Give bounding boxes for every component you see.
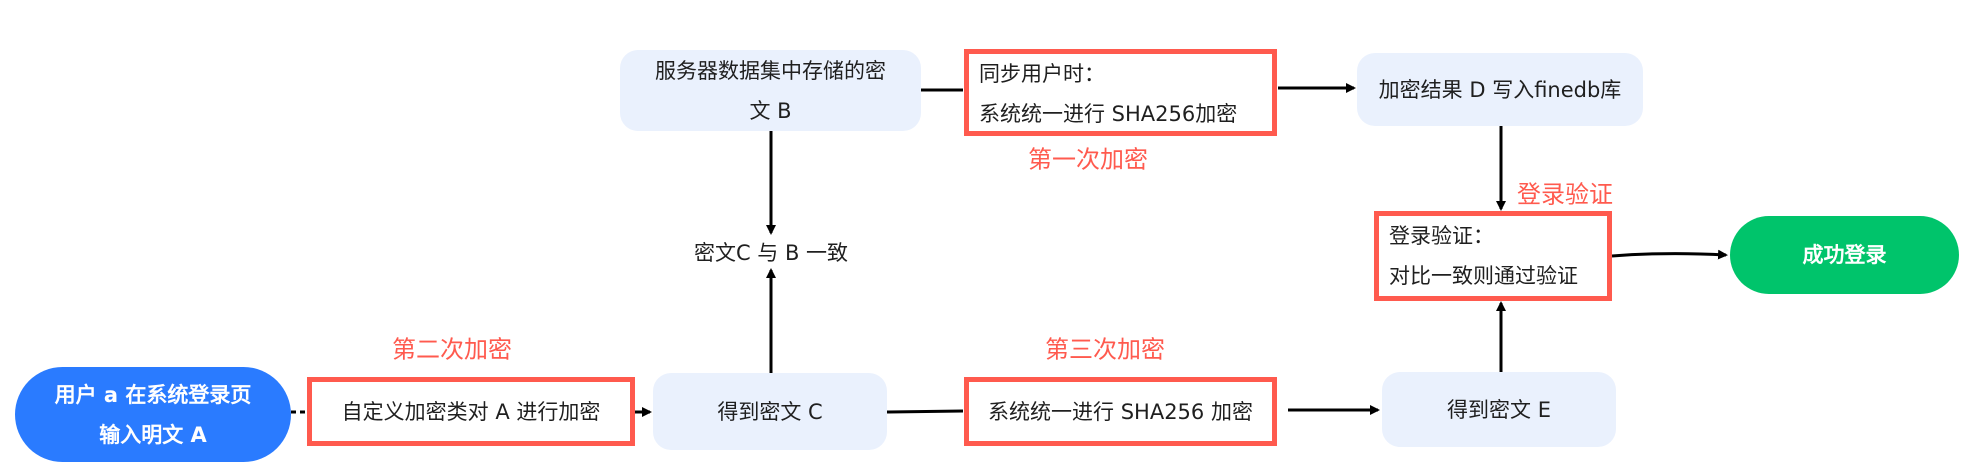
cipher-b-line2: 文 B	[749, 98, 792, 123]
label-login-verify: 登录验证	[1517, 180, 1613, 209]
label-first-encryption: 第一次加密	[1028, 145, 1148, 174]
custom-encrypt-node: 自定义加密类对 A 进行加密	[307, 377, 635, 446]
sha-encrypt-text: 系统统一进行 SHA256 加密	[988, 399, 1253, 424]
sync-sha-line2: 系统统一进行 SHA256加密	[979, 102, 1238, 126]
start-line2: 输入明文 A	[99, 422, 207, 447]
result-d-text: 加密结果 D 写入finedb库	[1378, 77, 1622, 102]
verify-line1: 登录验证：	[1389, 224, 1494, 248]
custom-encrypt-text: 自定义加密类对 A 进行加密	[341, 399, 601, 424]
sync-sha-line1: 同步用户时：	[979, 62, 1105, 86]
start-node: 用户 a 在系统登录页 输入明文 A	[15, 367, 291, 462]
sha-encrypt-node: 系统统一进行 SHA256 加密	[964, 377, 1277, 446]
c-equals-b-text: 密文C 与 B 一致	[693, 241, 849, 265]
verify-node: 登录验证： 对比一致则通过验证	[1374, 211, 1612, 301]
sync-sha-node: 同步用户时： 系统统一进行 SHA256加密	[964, 49, 1277, 136]
label-third-encryption: 第三次加密	[1045, 335, 1165, 364]
cipher-b-node: 服务器数据集中存储的密 文 B	[620, 50, 921, 131]
edge-verify-to-success	[1611, 249, 1728, 260]
cipher-b-line1: 服务器数据集中存储的密	[655, 58, 886, 83]
result-d-node: 加密结果 D 写入finedb库	[1357, 53, 1643, 126]
cipher-e-text: 得到密文 E	[1447, 397, 1551, 422]
label-second-encryption: 第二次加密	[392, 335, 512, 364]
start-line1: 用户 a 在系统登录页	[54, 382, 252, 407]
cipher-e-node: 得到密文 E	[1382, 372, 1616, 447]
edge-c-to-sha	[886, 409, 964, 414]
verify-line2: 对比一致则通过验证	[1389, 264, 1578, 288]
success-text: 成功登录	[1802, 243, 1887, 267]
cipher-c-node: 得到密文 C	[653, 373, 887, 450]
cipher-c-text: 得到密文 C	[717, 399, 823, 424]
success-node: 成功登录	[1730, 216, 1959, 294]
